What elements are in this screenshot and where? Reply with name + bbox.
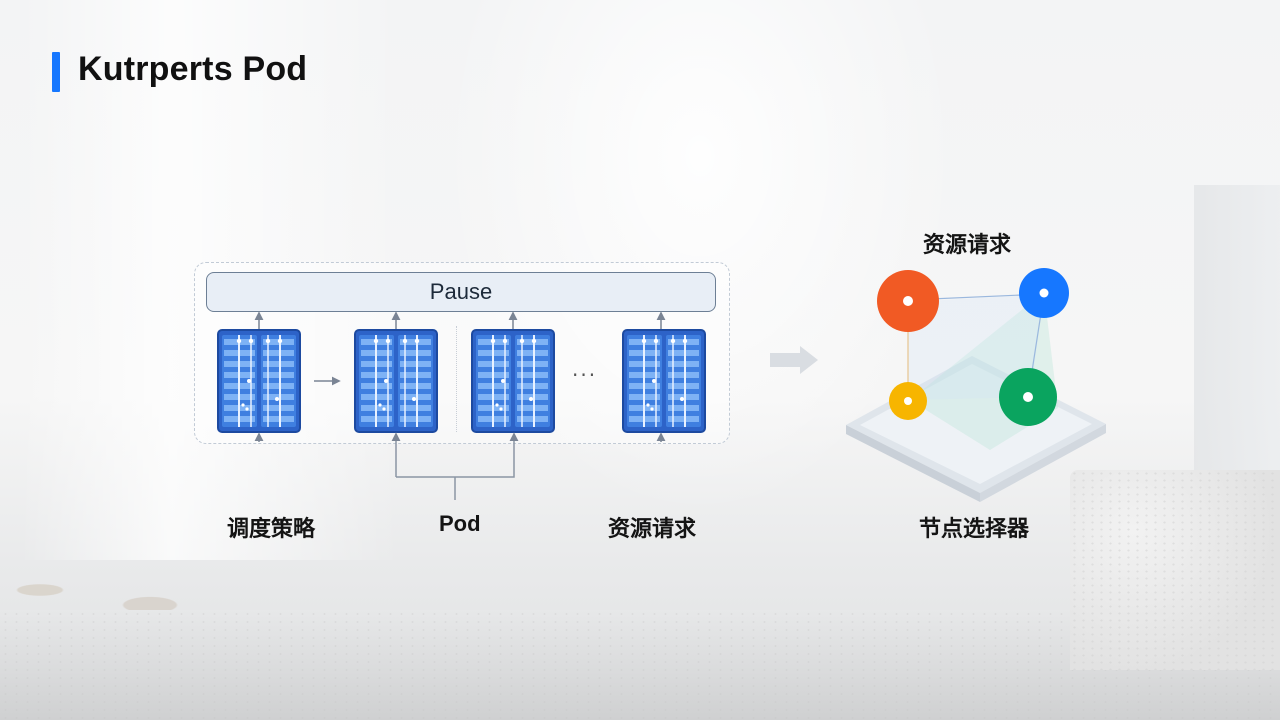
label-pod: Pod: [439, 511, 481, 536]
container-3: [471, 329, 555, 433]
node-yellow: [889, 382, 927, 420]
node-orange: [877, 270, 939, 332]
container-1: [217, 329, 301, 433]
node-platform: [846, 292, 1106, 502]
slide-title: Kutrperts Pod: [78, 50, 308, 88]
background-pillar: [1194, 185, 1280, 485]
title-accent-bar: [52, 52, 60, 92]
pause-container: Pause: [206, 272, 716, 312]
stone-block: [1070, 470, 1280, 670]
node-blue: [1019, 268, 1069, 318]
panel-divider: [456, 326, 457, 432]
more-containers-ellipsis: ···: [572, 363, 598, 387]
container-2: [354, 329, 438, 433]
label-resource-request-top: 资源请求: [923, 233, 1012, 258]
label-scheduling: 调度策略: [227, 517, 316, 542]
stone-table: [0, 610, 1280, 720]
container-4: [622, 329, 706, 433]
transition-arrow: [770, 346, 818, 374]
label-resource-request: 资源请求: [608, 517, 697, 542]
pause-label: Pause: [429, 279, 493, 304]
pod-bracket: [395, 436, 515, 500]
label-node-selector: 节点选择器: [919, 517, 1030, 542]
node-green: [999, 368, 1057, 426]
